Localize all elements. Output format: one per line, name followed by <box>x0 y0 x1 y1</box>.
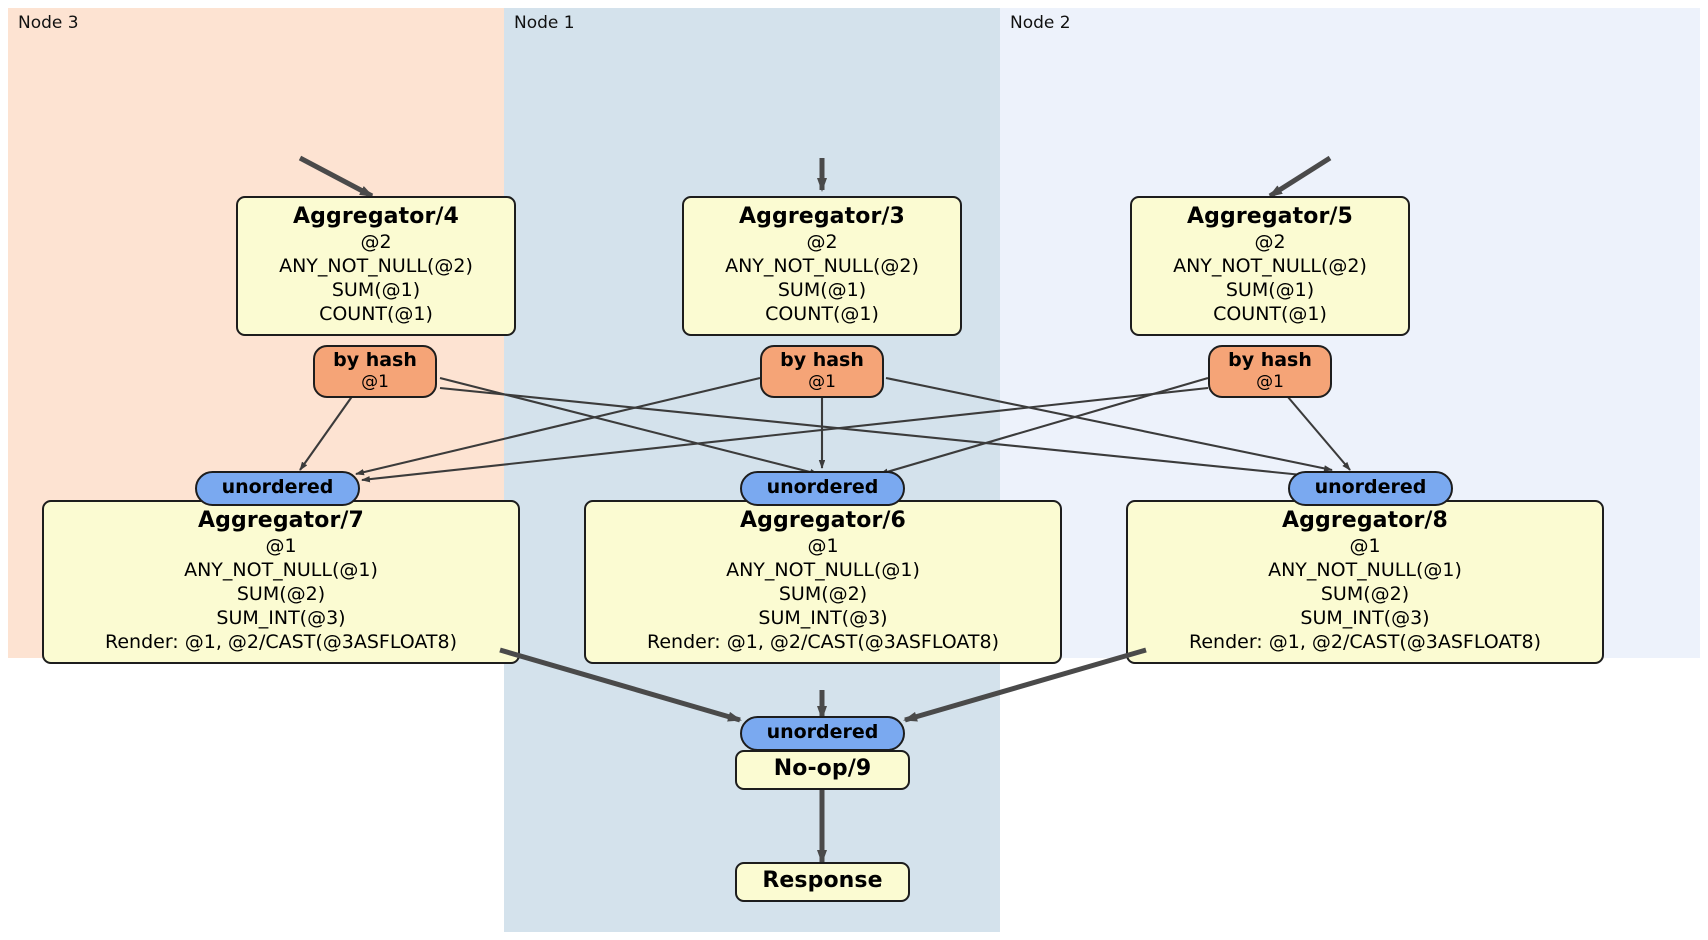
processor-detail-line: @2 <box>360 230 392 253</box>
node-label-node1: Node 1 <box>514 13 575 33</box>
processor-noop-9[interactable]: No-op/9 <box>735 750 910 790</box>
processor-aggregator-8[interactable]: Aggregator/8 @1 ANY_NOT_NULL(@1) SUM(@2)… <box>1126 500 1604 664</box>
badge-subtitle: @1 <box>808 371 836 392</box>
processor-detail-line: SUM(@1) <box>777 278 867 301</box>
processor-title: Aggregator/7 <box>198 508 364 533</box>
processor-detail-line: @2 <box>806 230 838 253</box>
processor-title: Aggregator/3 <box>739 204 905 229</box>
processor-detail-line: SUM_INT(@3) <box>1300 606 1430 629</box>
processor-detail-line: COUNT(@1) <box>1213 302 1327 325</box>
output-badge-by-hash-center[interactable]: by hash @1 <box>760 345 884 399</box>
processor-title: Aggregator/8 <box>1282 508 1448 533</box>
input-badge-unordered-right[interactable]: unordered <box>1288 471 1453 506</box>
processor-detail-line: ANY_NOT_NULL(@2) <box>1173 254 1367 277</box>
processor-detail-line: SUM(@2) <box>778 582 868 605</box>
processor-detail-line: SUM(@1) <box>1225 278 1315 301</box>
input-badge-unordered-center[interactable]: unordered <box>740 471 905 506</box>
processor-title: Aggregator/4 <box>293 204 459 229</box>
input-badge-unordered-left[interactable]: unordered <box>195 471 360 506</box>
processor-aggregator-5[interactable]: Aggregator/5 @2 ANY_NOT_NULL(@2) SUM(@1)… <box>1130 196 1410 336</box>
processor-detail-line: ANY_NOT_NULL(@1) <box>184 558 378 581</box>
node-label-node3: Node 3 <box>18 13 79 33</box>
processor-aggregator-4[interactable]: Aggregator/4 @2 ANY_NOT_NULL(@2) SUM(@1)… <box>236 196 516 336</box>
processor-title: Response <box>762 868 883 893</box>
processor-detail-line: SUM_INT(@3) <box>216 606 346 629</box>
node-label-node2: Node 2 <box>1010 13 1071 33</box>
processor-title: Aggregator/6 <box>740 508 906 533</box>
processor-detail-line: Render: @1, @2/CAST(@3ASFLOAT8) <box>647 630 999 653</box>
processor-detail-line: COUNT(@1) <box>319 302 433 325</box>
processor-title: Aggregator/5 <box>1187 204 1353 229</box>
processor-detail-line: SUM(@1) <box>331 278 421 301</box>
processor-detail-line: @2 <box>1254 230 1286 253</box>
processor-detail-line: ANY_NOT_NULL(@2) <box>725 254 919 277</box>
badge-subtitle: @1 <box>1256 371 1284 392</box>
processor-aggregator-3[interactable]: Aggregator/3 @2 ANY_NOT_NULL(@2) SUM(@1)… <box>682 196 962 336</box>
processor-detail-line: @1 <box>807 534 839 557</box>
processor-detail-line: ANY_NOT_NULL(@1) <box>726 558 920 581</box>
input-badge-unordered-final[interactable]: unordered <box>740 716 905 751</box>
processor-detail-line: ANY_NOT_NULL(@2) <box>279 254 473 277</box>
output-badge-by-hash-left[interactable]: by hash @1 <box>313 345 437 399</box>
processor-detail-line: SUM(@2) <box>236 582 326 605</box>
badge-subtitle: @1 <box>361 371 389 392</box>
processor-detail-line: ANY_NOT_NULL(@1) <box>1268 558 1462 581</box>
badge-title: by hash <box>1228 349 1312 371</box>
processor-detail-line: Render: @1, @2/CAST(@3ASFLOAT8) <box>1189 630 1541 653</box>
badge-title: by hash <box>780 349 864 371</box>
processor-aggregator-7[interactable]: Aggregator/7 @1 ANY_NOT_NULL(@1) SUM(@2)… <box>42 500 520 664</box>
processor-title: No-op/9 <box>773 756 872 781</box>
node-region-node1: Node 1 <box>504 8 1000 932</box>
processor-detail-line: @1 <box>1349 534 1381 557</box>
processor-detail-line: COUNT(@1) <box>765 302 879 325</box>
processor-response[interactable]: Response <box>735 862 910 902</box>
badge-title: by hash <box>333 349 417 371</box>
processor-detail-line: SUM_INT(@3) <box>758 606 888 629</box>
processor-detail-line: SUM(@2) <box>1320 582 1410 605</box>
output-badge-by-hash-right[interactable]: by hash @1 <box>1208 345 1332 399</box>
processor-detail-line: @1 <box>265 534 297 557</box>
processor-aggregator-6[interactable]: Aggregator/6 @1 ANY_NOT_NULL(@1) SUM(@2)… <box>584 500 1062 664</box>
processor-detail-line: Render: @1, @2/CAST(@3ASFLOAT8) <box>105 630 457 653</box>
